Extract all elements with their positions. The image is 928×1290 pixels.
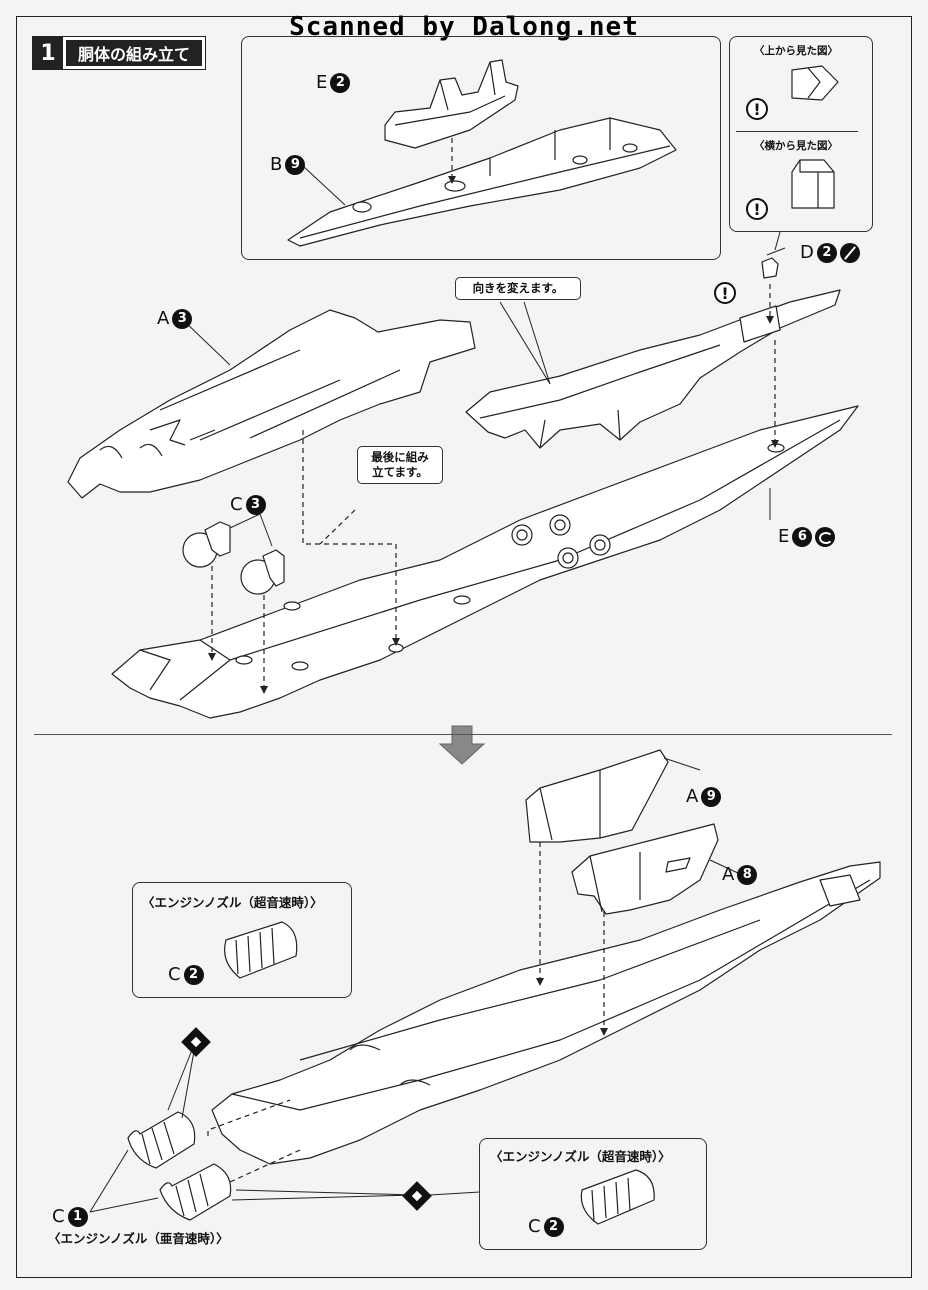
part-letter: A — [686, 786, 699, 807]
warning-icon-d2: ! — [714, 282, 736, 304]
part-number-circle: 9 — [285, 154, 306, 175]
assembled-fuselage-drawing — [211, 861, 881, 1165]
callout-assemble-last: 最後に組み 立てます。 — [357, 446, 443, 484]
callout-assemble-last-line1: 最後に組み — [371, 450, 429, 464]
part-number-circle: 2 — [183, 964, 204, 985]
part-letter: C — [168, 964, 181, 985]
detail-panel-top — [241, 36, 721, 260]
warning-icon-side-view: ! — [746, 198, 768, 220]
part-letter: C — [52, 1206, 65, 1227]
part-letter: A — [722, 864, 735, 885]
section-divider — [34, 734, 892, 735]
side-view-caption: 〈横から見た図〉 — [754, 140, 838, 152]
scan-watermark: Scanned by Dalong.net — [289, 12, 639, 42]
part-number-circle: 1 — [67, 1206, 88, 1227]
part-a8-drawing — [571, 823, 719, 915]
swirl-mark-icon — [815, 526, 836, 547]
caption-nozzle-supersonic-bottom: 〈エンジンノズル（超音速時）〉 — [490, 1149, 671, 1164]
part-letter: E — [316, 72, 328, 93]
callout-change-direction: 向きを変えます。 — [455, 277, 581, 300]
part-letter: C — [528, 1216, 541, 1237]
inset-divider — [736, 131, 858, 132]
nozzle-panel-top — [132, 882, 352, 998]
part-letter: D — [800, 242, 814, 263]
page-frame — [16, 16, 912, 1278]
part-letter: A — [157, 308, 170, 329]
nozzle-c1-a-drawing — [127, 1111, 196, 1169]
part-number-circle: 8 — [737, 864, 758, 885]
part-number-circle: 2 — [543, 1216, 564, 1237]
part-number-circle: 2 — [330, 72, 351, 93]
part-e2-drawing — [384, 59, 519, 149]
side-view-piece — [791, 159, 835, 209]
part-letter: C — [230, 494, 243, 515]
nozzle-c2-top-drawing — [224, 921, 298, 979]
inset-view-panel — [729, 36, 873, 232]
part-number-circle: 6 — [792, 526, 813, 547]
part-letter: B — [270, 154, 283, 175]
step-header: 1 胴体の組み立て — [32, 36, 207, 70]
caption-nozzle-supersonic-top: 〈エンジンノズル（超音速時）〉 — [142, 895, 323, 910]
part-b9-drawing — [287, 117, 677, 247]
nozzle-c1-b-drawing — [159, 1163, 232, 1221]
part-a9-drawing — [525, 749, 669, 843]
nozzle-panel-bottom — [479, 1138, 707, 1250]
part-number-circle: 9 — [701, 786, 722, 807]
nozzle-c2-bottom-drawing — [580, 1169, 655, 1225]
top-view-caption: 〈上から見た図〉 — [754, 45, 838, 57]
callout-change-direction-text: 向きを変えます。 — [472, 281, 564, 295]
turned-fuselage-drawing — [465, 289, 841, 449]
part-number-circle: 2 — [816, 242, 837, 263]
top-view-piece — [791, 65, 839, 101]
part-letter: E — [778, 526, 790, 547]
step-title: 胴体の組み立て — [66, 40, 203, 66]
part-number-circle: 3 — [172, 308, 193, 329]
part-a3-drawing — [67, 309, 476, 499]
slash-mark-icon — [839, 242, 860, 263]
callout-assemble-last-line2: 立てます。 — [372, 465, 428, 479]
part-e6-drawing — [111, 405, 859, 719]
step-number: 1 — [33, 37, 63, 69]
next-stage-arrow — [438, 725, 486, 765]
part-d2-drawing — [761, 257, 779, 279]
part-number-circle: 3 — [245, 494, 266, 515]
warning-icon-top-view: ! — [746, 98, 768, 120]
caption-nozzle-subsonic: 〈エンジンノズル（亜音速時）〉 — [48, 1231, 229, 1246]
part-c3-drawing — [182, 521, 285, 595]
